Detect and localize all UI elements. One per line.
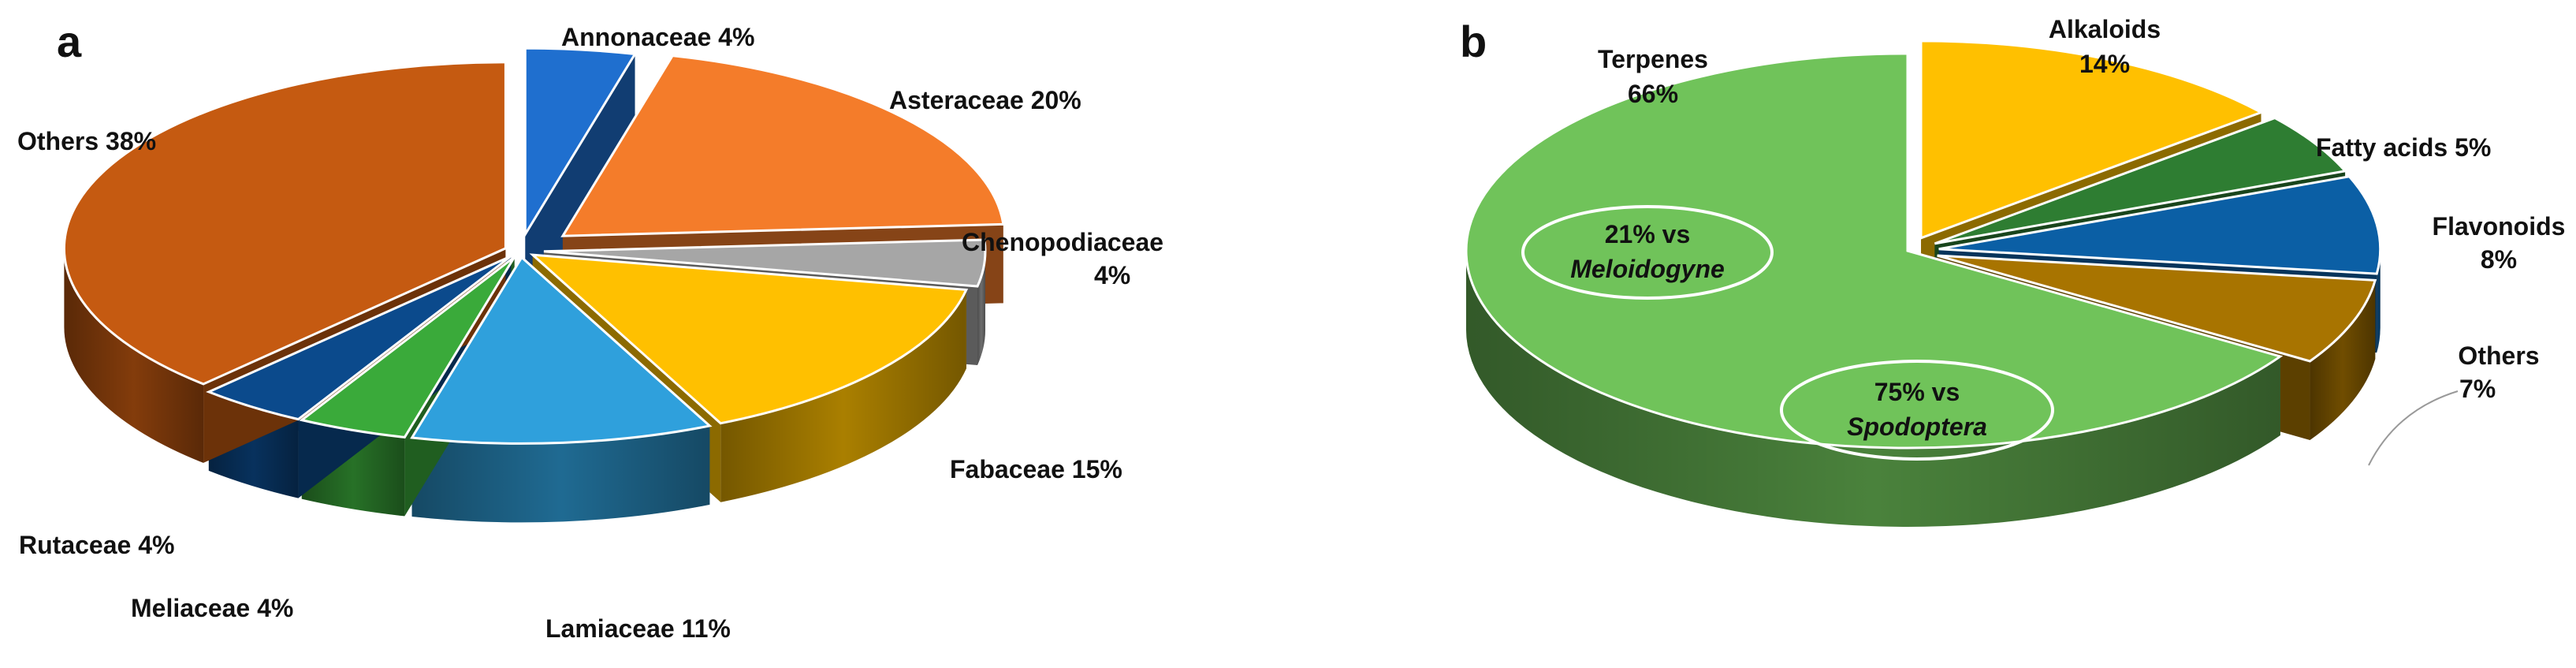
label-terpenes-pct: 66% (1628, 80, 1678, 108)
pie-b-slice-4-side-shading (1466, 251, 2280, 528)
callout-spodoptera-line2: Spodoptera (1847, 412, 1987, 441)
callout-meloidogyne-line2: Meloidogyne (1570, 255, 1725, 283)
pie-a-slice-3 (529, 253, 969, 425)
pie-a-labels: Annonaceae 4% Asteraceae 20% Chenopodiac… (17, 23, 1163, 643)
pie-b-slice-3 (1937, 254, 2377, 363)
pie-a-slice-3-side-shading (720, 289, 966, 502)
label-meliaceae: Meliaceae 4% (131, 594, 293, 622)
label-others-b-pct: 7% (2459, 375, 2496, 403)
pie-a-slice-0 (523, 47, 638, 239)
callout-ellipse-meloidogyne (1521, 205, 1774, 300)
pie-a-slice-2-side-shading (977, 251, 985, 366)
label-others-b: Others (2458, 341, 2539, 370)
pie-a-slice-4-side-shading (411, 425, 710, 523)
label-alkaloids-pct: 14% (2079, 50, 2130, 78)
pie-b-labels: Alkaloids 14% Fatty acids 5% Flavonoids … (1598, 15, 2566, 466)
pie-chart-families: a Annonaceae 4% Asteraceae 20% Chenopodi… (17, 17, 1163, 643)
label-flavonoids-pct: 8% (2481, 245, 2517, 274)
callout-spodoptera: 75% vs Spodoptera (1780, 360, 2054, 461)
callout-meloidogyne-line1: 21% vs (1605, 220, 1691, 248)
pie-chart-compound-classes: b Alkaloids 14% Fatty acids 5% Flavonoid… (1460, 15, 2566, 528)
label-flavonoids: Flavonoids (2433, 212, 2566, 241)
pie-a-slice-5 (299, 256, 516, 439)
label-alkaloids: Alkaloids (2049, 15, 2161, 43)
pie-b-slice-0 (1919, 39, 2265, 240)
others-b-leader-line (2368, 390, 2459, 466)
label-terpenes: Terpenes (1598, 45, 1708, 73)
pie-a-slice-2 (543, 238, 987, 288)
pie-a-tops (62, 47, 1005, 445)
label-asteraceae: Asteraceae 20% (889, 86, 1081, 114)
pie-b-slice-2 (1938, 175, 2382, 275)
pie-b-slice-3-side-shading (2310, 280, 2376, 441)
label-chenopodiaceae-pct: 4% (1094, 261, 1130, 289)
label-fatty-acids: Fatty acids 5% (2316, 133, 2491, 162)
label-others-a: Others 38% (17, 127, 156, 155)
label-lamiaceae: Lamiaceae 11% (545, 614, 731, 643)
label-rutaceae: Rutaceae 4% (19, 531, 174, 559)
pie-a-slice-1 (560, 54, 1005, 237)
panel-label-b: b (1460, 17, 1487, 66)
pie-b-slice-1 (1934, 116, 2348, 245)
label-annonaceae: Annonaceae 4% (561, 23, 754, 51)
callout-spodoptera-line1: 75% vs (1874, 378, 1960, 406)
label-chenopodiaceae: Chenopodiaceae (962, 228, 1163, 256)
pie-a-slice-0-wall-end (525, 54, 635, 314)
callout-ellipse-spodoptera (1780, 360, 2054, 461)
pie-a-slice-7 (62, 61, 507, 386)
panel-label-a: a (57, 17, 82, 66)
pie-a-slice-6 (206, 255, 512, 421)
callout-meloidogyne: 21% vs Meloidogyne (1521, 205, 1774, 300)
pie-a-slice-7-side-shading (64, 248, 204, 463)
pie-a-slice-4 (410, 256, 713, 445)
label-fabaceae: Fabaceae 15% (950, 455, 1122, 483)
pie-b-slice-4 (1465, 52, 2284, 450)
pie-b-tops (1465, 39, 2382, 450)
